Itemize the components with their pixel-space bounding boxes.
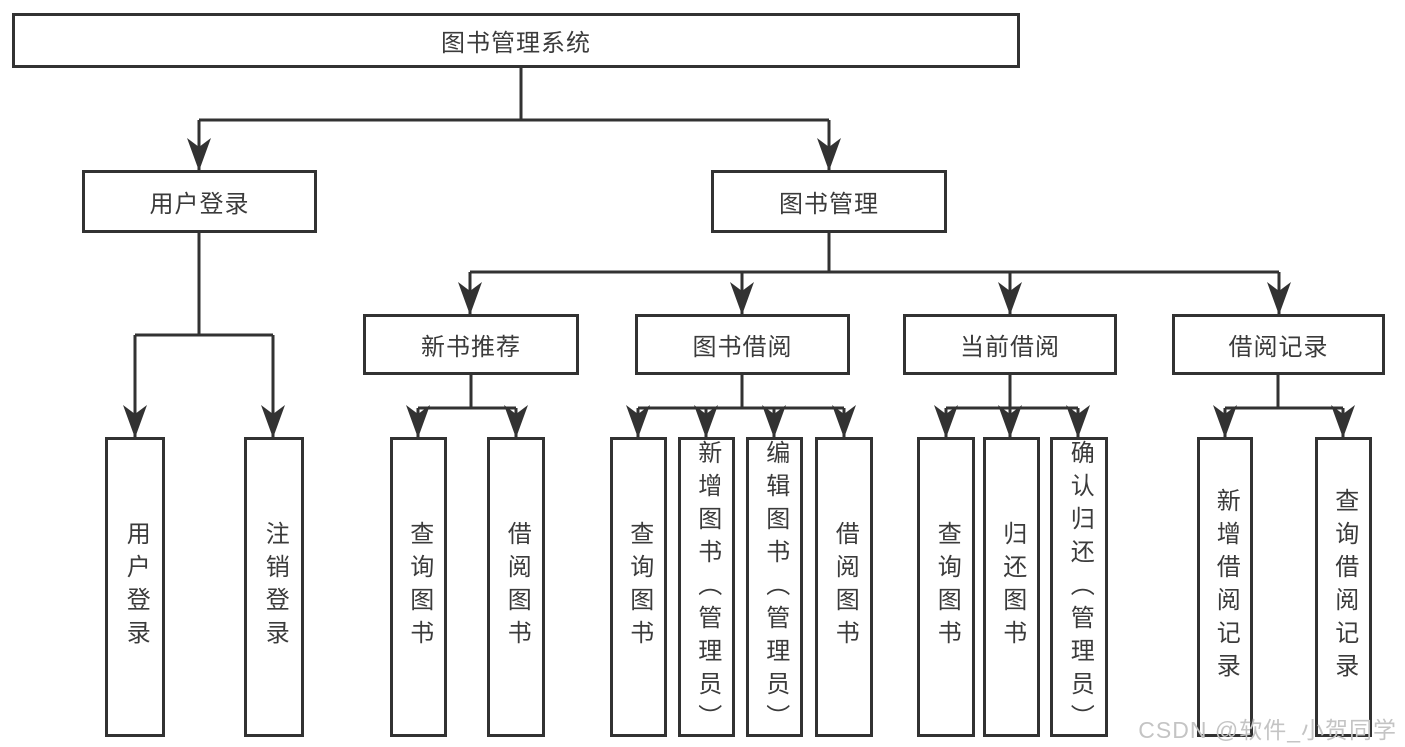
leaf-edit-book-admin: 编辑图书（管理员） <box>746 437 803 737</box>
node-borrow-records: 借阅记录 <box>1172 314 1385 375</box>
connector-new-book-recommend <box>418 373 516 410</box>
node-book-borrow: 图书借阅 <box>635 314 850 375</box>
connector-book-borrow <box>638 373 844 410</box>
node-library-system-root: 图书管理系统 <box>12 13 1020 68</box>
connector-borrow-records <box>1225 373 1343 410</box>
leaf-borrow-books-recommend: 借阅图书 <box>487 437 545 737</box>
connector-user-login <box>135 231 273 337</box>
leaf-return-book: 归还图书 <box>983 437 1040 737</box>
connector-book-management <box>470 231 1279 274</box>
leaf-user-login: 用户登录 <box>105 437 165 737</box>
node-new-book-recommend: 新书推荐 <box>363 314 579 375</box>
leaf-query-books-recommend: 查询图书 <box>390 437 447 737</box>
connector-root <box>199 66 829 122</box>
connector-current-borrow <box>946 373 1078 410</box>
leaf-query-books-current: 查询图书 <box>917 437 975 737</box>
leaf-add-borrow-record: 新增借阅记录 <box>1197 437 1253 737</box>
leaf-query-books-borrow: 查询图书 <box>610 437 667 737</box>
leaf-logout: 注销登录 <box>244 437 304 737</box>
node-current-borrow: 当前借阅 <box>903 314 1117 375</box>
leaf-add-book-admin: 新增图书（管理员） <box>678 437 735 737</box>
leaf-confirm-return-admin: 确认归还（管理员） <box>1050 437 1108 737</box>
leaf-borrow-books-borrow: 借阅图书 <box>815 437 873 737</box>
node-user-login: 用户登录 <box>82 170 317 233</box>
csdn-watermark: CSDN @软件_小贺同学 <box>1138 717 1397 743</box>
node-book-management: 图书管理 <box>711 170 947 233</box>
leaf-query-borrow-record: 查询借阅记录 <box>1315 437 1372 737</box>
